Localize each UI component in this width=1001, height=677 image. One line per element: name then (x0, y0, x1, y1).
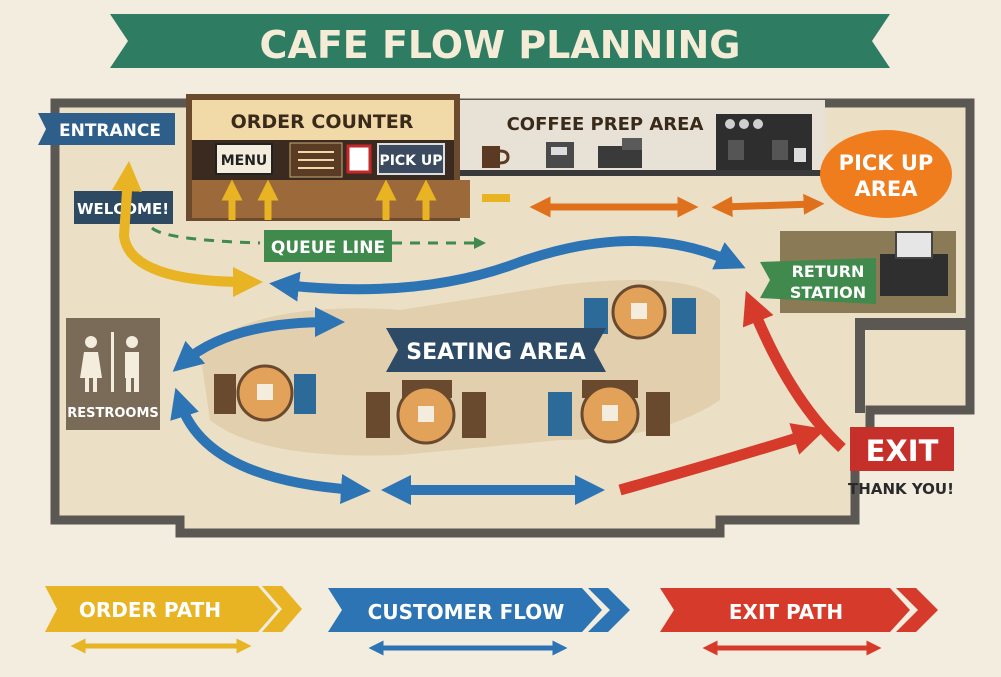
pick-up-area: PICK UP AREA (820, 130, 952, 218)
legend-customer-flow: CUSTOMER FLOW (328, 588, 630, 656)
chair-icon (672, 298, 696, 334)
exit-sign: EXIT THANK YOU! (848, 427, 954, 498)
thank-you-label: THANK YOU! (848, 480, 954, 498)
bin-icon (895, 231, 933, 259)
exit-path-arrow (742, 290, 846, 453)
order-counter-label: ORDER COUNTER (231, 111, 414, 133)
register-icon (346, 144, 372, 174)
chair-icon (462, 392, 486, 438)
legend-order-path-label: ORDER PATH (79, 598, 221, 622)
legend: ORDER PATH CUSTOMER FLOW EXIT PATH (45, 586, 938, 656)
pick-up-counter-sign (377, 143, 445, 175)
exit-path-arrows (618, 290, 846, 496)
exit-label: EXIT (866, 434, 939, 468)
double-arrow-icon (711, 193, 825, 218)
return-station-line1: RETURN (792, 262, 865, 281)
outer-wall (50, 98, 975, 538)
espresso-machine-icon (546, 142, 574, 168)
legend-order-path: ORDER PATH (45, 586, 302, 654)
coffee-prep-label: COFFEE PREP AREA (507, 114, 704, 135)
title-banner: CAFE FLOW PLANNING (110, 14, 890, 68)
seating-area-label: SEATING AREA (406, 340, 586, 365)
tray-rack-icon (880, 254, 948, 296)
customer-flow-arrow (170, 387, 371, 504)
queue-line-label: QUEUE LINE (271, 238, 385, 258)
coffee-prep-area: COFFEE PREP AREA (460, 100, 825, 176)
espresso-machine-icon (716, 114, 812, 170)
table-group-1 (214, 364, 316, 422)
pickup-flow-arrows (482, 193, 825, 218)
entrance-label: ENTRANCE (59, 121, 161, 141)
legend-exit-path-label: EXIT PATH (729, 600, 843, 624)
chair-icon (366, 392, 390, 438)
customer-flow-arrows (170, 236, 746, 505)
order-path-arrow (112, 161, 263, 297)
coffee-cup-icon (482, 146, 510, 168)
return-station: RETURN STATION (760, 231, 956, 313)
chair-icon (214, 374, 236, 414)
exit-path-arrow (618, 423, 826, 496)
pick-up-area-line2: AREA (854, 177, 918, 201)
legend-exit-path: EXIT PATH (660, 588, 938, 656)
customer-flow-arrow (269, 236, 746, 302)
chair-icon (548, 392, 572, 436)
restrooms: RESTROOMS (66, 318, 160, 430)
inner-wall (862, 318, 970, 330)
page-title: CAFE FLOW PLANNING (260, 23, 741, 67)
restroom-icon (80, 332, 139, 392)
espresso-machine-icon (598, 138, 642, 168)
restrooms-label: RESTROOMS (67, 406, 159, 421)
seating-area-banner: SEATING AREA (386, 328, 606, 372)
pick-up-area-line1: PICK UP (839, 151, 934, 175)
menu-label: MENU (221, 153, 268, 169)
pick-up-counter-label: PICK UP (379, 153, 442, 169)
table-group-3 (548, 380, 670, 444)
legend-customer-flow-label: CUSTOMER FLOW (368, 600, 565, 624)
customer-flow-arrow (172, 307, 345, 372)
chair-icon (646, 392, 670, 436)
chair-icon (294, 374, 316, 414)
return-station-line2: STATION (790, 283, 866, 302)
entrance-sign: ENTRANCE (38, 113, 175, 145)
